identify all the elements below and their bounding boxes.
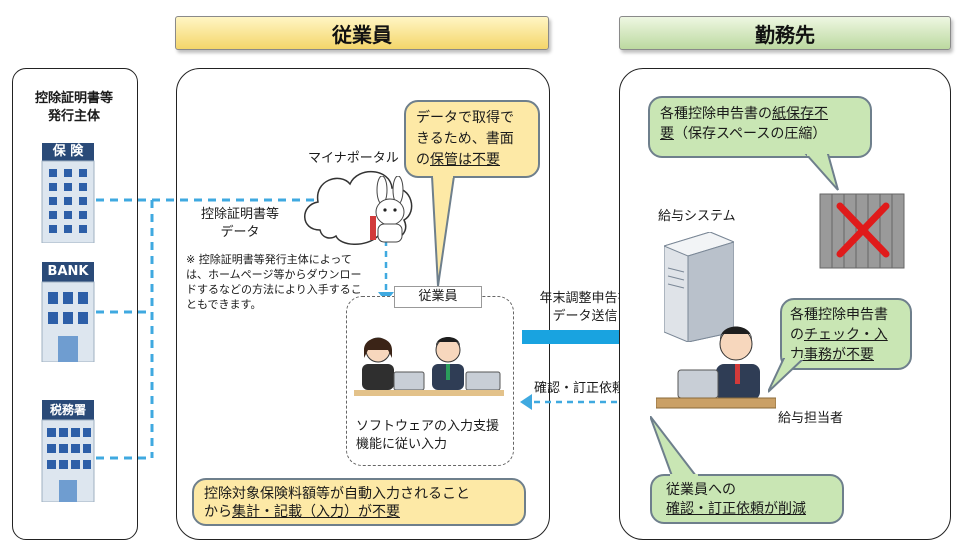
employee-header: 従業員 [175,16,549,50]
send-label: 年末調整申告書 データ送信 [524,290,646,326]
employee-header-label: 従業員 [332,22,392,47]
callout-pointer-bottom [650,416,699,478]
auto-input-line2b: 集計・記載（入力）が不要 [232,504,400,520]
request-label: 確認・訂正依頼 [534,381,626,396]
employees-laptop-icon [354,337,504,396]
auto-input-line1: 控除対象保険料額等が自動入力されること [204,486,470,502]
check-line2a: の [790,327,804,343]
mascot-icon [370,176,405,243]
paper-storage-line2a: 要 [660,126,674,142]
send-line1: 年末調整申告書 [539,291,631,306]
data-storage-line2: きるため、書面 [416,131,514,147]
auto-input-line2a: から [204,504,232,520]
software-line2: 機能に従い入力 [356,437,448,452]
workplace-header-label: 勤務先 [755,22,815,47]
callout-pointer [430,176,456,286]
check-line2b: チェック・入 [804,327,888,343]
send-line2: データ送信 [552,309,618,324]
insurance-building-icon [40,143,96,247]
paper-files-crossed-icon [819,193,905,269]
download-note: ※ 控除証明書等発行主体によっては、ホームページ等からダウンロードするなどの方法… [186,253,362,311]
request-reduction-line2: 確認・訂正依頼が削減 [666,501,806,517]
software-text: ソフトウェアの入力支援 機能に従い入力 [356,418,499,454]
payroll-staff-icon [656,326,776,409]
data-storage-line3b: 保管は不要 [430,152,500,168]
portal-label: マイナポータル [308,151,399,166]
paper-storage-callout: 各種控除申告書の紙保存不 要（保存スペースの圧縮） [648,96,872,158]
check-callout: 各種控除申告書 のチェック・入 力事務が不要 [780,298,912,370]
check-line3: 力事務が不要 [790,347,874,363]
callout-pointer-top [804,154,839,191]
auto-input-callout: 控除対象保険料額等が自動入力されること から集計・記載（入力）が不要 [192,478,526,526]
issuer-title-line2: 発行主体 [47,109,100,124]
data-storage-line1: データで取得で [416,110,514,126]
paper-storage-line1a: 各種控除申告書の [660,106,772,122]
check-line1: 各種控除申告書 [790,307,888,323]
tax-office-building-icon [40,400,96,506]
request-reduction-line1: 従業員への [666,482,736,498]
request-reduction-callout: 従業員への 確認・訂正依頼が削減 [650,474,844,524]
cert-data-line2: データ [220,225,260,240]
issuer-title-line1: 控除証明書等 [34,91,113,106]
system-label: 給与システム [658,209,736,224]
data-storage-callout: データで取得で きるため、書面 の保管は不要 [404,100,540,178]
workplace-header: 勤務先 [619,16,951,50]
cert-data-label: 控除証明書等 データ [192,206,288,242]
paper-storage-line2b: （保存スペースの圧縮） [674,126,827,142]
server-icon [664,232,734,342]
bank-building-icon [40,262,96,366]
callout-pointer-right [768,358,806,393]
employee-label: 従業員 [394,286,482,308]
bank-sign: BANK [47,264,89,279]
paper-storage-line1b: 紙保存不 [772,106,828,122]
tax-office-sign: 税務署 [49,403,86,417]
software-line1: ソフトウェアの入力支援 [356,419,500,434]
cert-data-line1: 控除証明書等 [200,207,279,222]
issuer-title: 控除証明書等 発行主体 [12,90,136,126]
staff-label: 給与担当者 [778,411,844,426]
data-storage-line3a: の [416,152,430,168]
insurance-sign: 保 険 [52,144,84,159]
